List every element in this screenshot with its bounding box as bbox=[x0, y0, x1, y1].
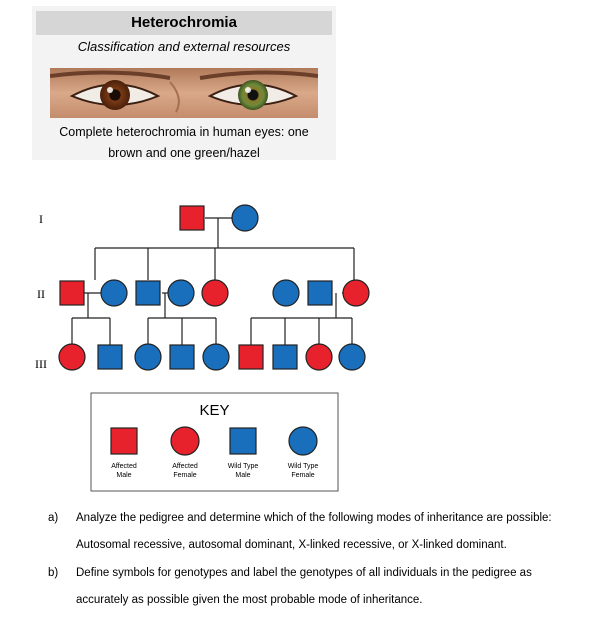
gen3-female-wild-type bbox=[338, 343, 366, 371]
caption-line-2: brown and one green/hazel bbox=[108, 146, 260, 160]
key-symbol-male-affected bbox=[110, 427, 138, 455]
gen3-female-wild-type bbox=[134, 343, 162, 371]
gen2-female-affected bbox=[201, 279, 229, 307]
generation-label-I: I bbox=[39, 212, 43, 226]
gen3-female-affected bbox=[305, 343, 333, 371]
question-a: a) Analyze the pedigree and determine wh… bbox=[48, 510, 608, 551]
gen2-male-affected bbox=[59, 280, 85, 306]
question-b-line-1: Define symbols for genotypes and label t… bbox=[76, 567, 532, 579]
question-a-line-2: Autosomal recessive, autosomal dominant,… bbox=[76, 539, 507, 551]
infobox-title: Heterochromia bbox=[36, 11, 332, 35]
question-a-line-1: Analyze the pedigree and determine which… bbox=[76, 512, 552, 524]
key-label-1-line2: Male bbox=[116, 472, 131, 479]
gen3-male-wild-type bbox=[272, 344, 298, 370]
gen2-female-affected bbox=[342, 279, 370, 307]
key-label-1-line1: Affected bbox=[111, 463, 137, 470]
question-b-line-2: accurately as possible given the most pr… bbox=[76, 594, 423, 606]
key-label-4-line1: Wild Type bbox=[288, 463, 319, 470]
generation-2-individuals bbox=[59, 279, 370, 307]
question-a-label: a) bbox=[48, 512, 59, 524]
gen2-female-wild-type bbox=[100, 279, 128, 307]
gen3-male-wild-type bbox=[97, 344, 123, 370]
key-label-2-line2: Female bbox=[173, 472, 196, 479]
gen3-male-wild-type bbox=[169, 344, 195, 370]
key-symbol-female-wild-type bbox=[288, 426, 318, 456]
generation-3-individuals bbox=[58, 343, 366, 371]
key-label-2-line1: Affected bbox=[172, 463, 198, 470]
key-symbol-female-affected bbox=[170, 426, 200, 456]
infobox-caption: Complete heterochromia in human eyes: on… bbox=[36, 122, 332, 164]
gen2-female-wild-type bbox=[272, 279, 300, 307]
heterochromia-eyes-photo bbox=[50, 68, 318, 118]
key-symbol-male-wild-type bbox=[229, 427, 257, 455]
caption-line-1: Complete heterochromia in human eyes: on… bbox=[59, 125, 309, 139]
gen3-female-wild-type bbox=[202, 343, 230, 371]
generation-1-individuals bbox=[179, 204, 259, 232]
key-label-3-line2: Male bbox=[235, 472, 250, 479]
question-b: b) Define symbols for genotypes and labe… bbox=[48, 565, 608, 606]
gen1-female-wild-type bbox=[231, 204, 259, 232]
infobox: Heterochromia Classification and externa… bbox=[32, 6, 336, 160]
key-title: KEY bbox=[199, 402, 229, 419]
generation-label-III: III bbox=[35, 357, 47, 371]
gen2-male-wild-type bbox=[135, 280, 161, 306]
key-label-4-line2: Female bbox=[291, 472, 314, 479]
gen3-female-affected bbox=[58, 343, 86, 371]
gen2-male-wild-type bbox=[307, 280, 333, 306]
infobox-subtitle: Classification and external resources bbox=[77, 39, 291, 54]
key-label-3-line1: Wild Type bbox=[228, 463, 259, 470]
gen2-female-wild-type bbox=[167, 279, 195, 307]
question-b-label: b) bbox=[48, 567, 59, 579]
generation-label-II: II bbox=[37, 287, 45, 301]
gen3-male-affected bbox=[238, 344, 264, 370]
gen1-male-affected bbox=[179, 205, 205, 231]
